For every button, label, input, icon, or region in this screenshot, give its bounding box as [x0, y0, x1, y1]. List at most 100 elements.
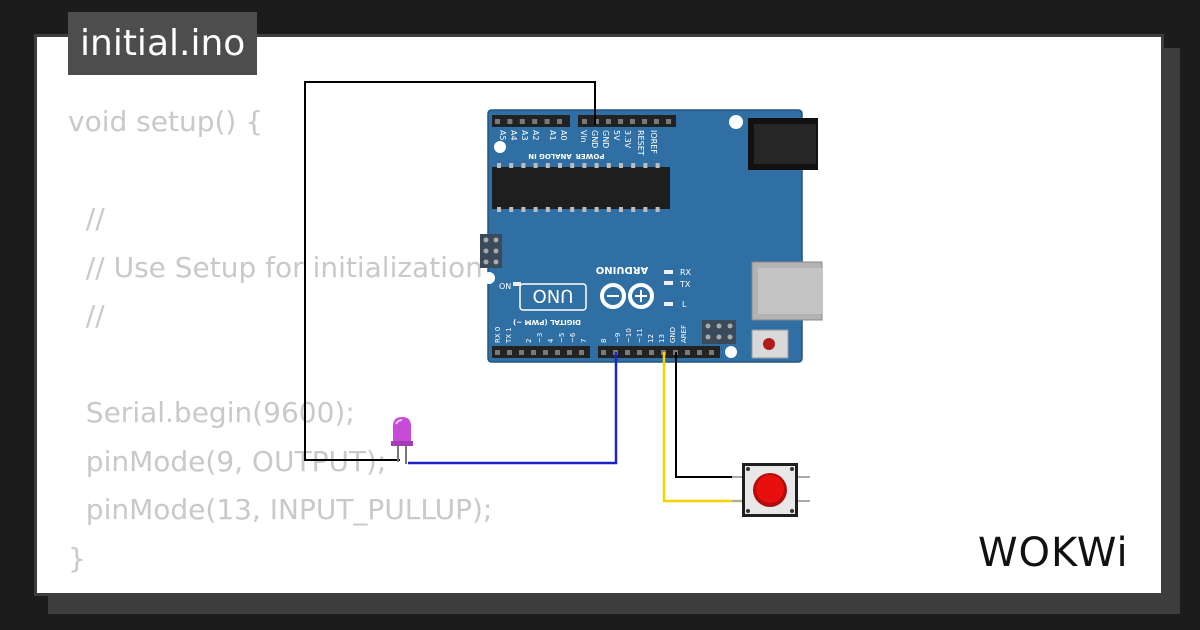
led[interactable] — [391, 417, 413, 464]
header-pin[interactable] — [606, 119, 611, 124]
header-pin[interactable] — [697, 350, 702, 355]
header-pin[interactable] — [582, 119, 587, 124]
svg-text:UNO: UNO — [533, 285, 574, 306]
code-line: Serial.begin(9600); — [68, 396, 355, 429]
header-pin[interactable] — [649, 350, 654, 355]
header-pin[interactable] — [519, 119, 525, 124]
code-line: } — [68, 541, 86, 575]
chip-leg — [582, 163, 587, 168]
chip-leg — [655, 163, 660, 168]
arduino-brand-text: ARDUINO — [596, 264, 648, 275]
rx-label: RX — [680, 268, 692, 277]
chip-leg — [545, 163, 550, 168]
header-pin[interactable] — [507, 119, 513, 124]
header-pin[interactable] — [709, 350, 714, 355]
code-line: // — [68, 202, 105, 235]
icsp-header — [480, 234, 502, 268]
header-pin[interactable] — [601, 350, 606, 355]
board-reset-button[interactable] — [751, 329, 789, 359]
wokwi-logo: WOKWi — [978, 530, 1129, 576]
arduino-infinity-logo — [600, 283, 654, 309]
svg-text:3.3V: 3.3V — [623, 130, 632, 149]
header-pin[interactable] — [685, 350, 690, 355]
svg-text:13: 13 — [658, 334, 666, 343]
header-pin[interactable] — [594, 119, 599, 124]
chip-leg — [655, 207, 660, 212]
tx-label: TX — [679, 280, 691, 289]
code-line: // — [68, 299, 105, 332]
svg-text:RX 0: RX 0 — [494, 327, 502, 343]
header-pin[interactable] — [654, 119, 659, 124]
chip-leg — [521, 207, 526, 212]
code-line: // Use Setup for initialization — [68, 250, 483, 284]
svg-text:5V: 5V — [612, 130, 621, 141]
header-pin[interactable] — [625, 350, 630, 355]
header-pin[interactable] — [495, 350, 500, 355]
usb-port — [751, 261, 823, 321]
chip-leg — [619, 163, 623, 168]
svg-text:~6: ~6 — [569, 332, 577, 343]
power-header[interactable] — [578, 115, 676, 127]
svg-text:7: 7 — [580, 339, 588, 343]
chip-leg — [570, 163, 575, 168]
gnd-wire-led[interactable] — [304, 81, 596, 461]
power-pin-labels: Vin GND GND 5V 3.3V RESET IOREF — [579, 130, 658, 156]
header-pin[interactable] — [532, 119, 538, 124]
l-label: L — [682, 300, 687, 309]
header-pin[interactable] — [544, 119, 550, 124]
svg-text:A0: A0 — [559, 130, 568, 141]
analog-header[interactable] — [492, 115, 570, 127]
header-pin[interactable] — [555, 350, 560, 355]
svg-text:A4: A4 — [509, 130, 518, 141]
svg-text:Vin: Vin — [579, 130, 588, 143]
mounting-hole — [494, 141, 506, 153]
svg-text:A1: A1 — [548, 130, 557, 141]
svg-text:~11: ~11 — [636, 328, 644, 343]
arduino-uno-board[interactable]: A5 A4 A3 A2 A1 A0 Vin GND GND 5V 3.3V RE… — [480, 109, 803, 363]
pin13-wire[interactable] — [662, 352, 742, 503]
chip-leg — [533, 163, 538, 168]
chip-leg — [631, 163, 636, 168]
header-pin[interactable] — [637, 350, 642, 355]
header-pin[interactable] — [666, 119, 671, 124]
push-button[interactable] — [732, 463, 810, 517]
header-pin[interactable] — [618, 119, 623, 124]
header-pin[interactable] — [519, 350, 524, 355]
chip-leg — [594, 207, 599, 212]
rx-led — [664, 270, 673, 274]
chip-leg — [509, 163, 514, 168]
chip-leg — [619, 207, 623, 212]
svg-text:A3: A3 — [520, 130, 529, 141]
on-label: ON — [499, 282, 511, 291]
svg-text:TX 1: TX 1 — [505, 327, 513, 344]
chip-leg — [521, 163, 526, 168]
mounting-hole — [483, 272, 495, 284]
header-pin[interactable] — [495, 119, 500, 124]
header-pin[interactable] — [642, 119, 647, 124]
pin9-wire[interactable] — [408, 352, 618, 465]
header-pin[interactable] — [557, 119, 562, 124]
digital-header-low[interactable] — [492, 346, 590, 358]
chip-leg — [533, 207, 538, 212]
header-pin[interactable] — [543, 350, 548, 355]
chip-leg — [643, 163, 648, 168]
header-pin[interactable] — [567, 350, 572, 355]
chip-leg — [558, 207, 562, 212]
header-pin[interactable] — [630, 119, 635, 124]
mounting-hole — [729, 115, 743, 129]
gnd-wire-button[interactable] — [675, 352, 742, 478]
header-pin[interactable] — [531, 350, 536, 355]
file-name-tab[interactable]: initial.ino — [68, 12, 258, 75]
tx-led — [664, 281, 673, 285]
header-pin[interactable] — [507, 350, 512, 355]
mounting-hole — [725, 346, 737, 358]
chip-leg — [558, 163, 562, 168]
chip-leg — [594, 163, 599, 168]
header-pin[interactable] — [579, 350, 584, 355]
code-line: void setup() { — [68, 105, 264, 138]
analog-pin-labels: A5 A4 A3 A2 A1 A0 — [498, 130, 568, 141]
svg-text:WOKWi: WOKWi — [978, 530, 1129, 576]
chip-leg — [570, 207, 575, 212]
chip-leg — [545, 207, 550, 212]
